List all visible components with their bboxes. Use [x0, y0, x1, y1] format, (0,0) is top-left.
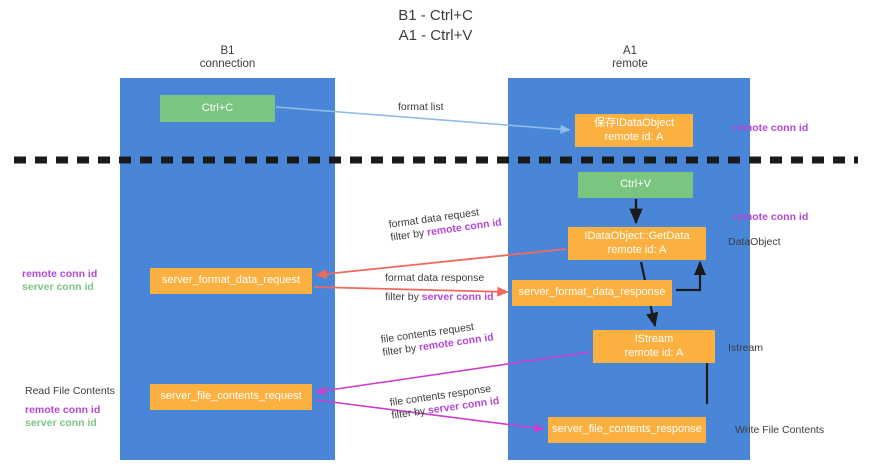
- filter-key-server-conn-id: server conn id: [421, 291, 494, 303]
- side-label-remote-conn-id-top: remote conn id: [733, 122, 809, 134]
- node-server-file-contents-response[interactable]: server_file_contents_response: [548, 417, 706, 443]
- side-label-istream: Istream: [728, 342, 764, 354]
- node-ctrl-c-label: Ctrl+C: [201, 101, 234, 114]
- node-idataobject-remote-id: remote id: A: [604, 130, 664, 143]
- node-getdata-remote-id: remote id: A: [607, 243, 667, 256]
- node-idataobject-title: 保存IDataObject: [593, 117, 675, 129]
- filter-prefix: filter by: [385, 291, 422, 303]
- lane-header-a1-name: A1: [622, 45, 638, 57]
- edge-label-format-data-response-line1: format data response: [385, 272, 485, 284]
- legend-server-conn-id: server conn id: [25, 417, 97, 429]
- side-label-write-file-contents: Write File Contents: [735, 424, 825, 436]
- side-label-remote-conn-id-mid: remote conn id: [733, 211, 809, 223]
- node-ctrl-c[interactable]: Ctrl+C: [160, 95, 275, 122]
- legend-conn-ids-top: remote conn id server conn id: [22, 268, 97, 294]
- lane-header-b1: B1 connection: [155, 45, 300, 71]
- edge-label-format-list-text: format list: [398, 101, 444, 113]
- node-getdata-title: IDataObject::GetData: [584, 230, 690, 242]
- edge-label-file-contents-request: file contents request filter by remote c…: [380, 318, 495, 359]
- node-server-file-contents-request-label: server_file_contents_request: [160, 390, 302, 403]
- legend-remote-conn-id: remote conn id: [25, 404, 101, 416]
- side-label-dataobject: DataObject: [728, 236, 781, 248]
- page-title: B1 - Ctrl+C A1 - Ctrl+V: [0, 6, 871, 46]
- node-istream[interactable]: IStream remote id: A: [593, 330, 715, 363]
- edge-label-format-list: format list: [398, 101, 444, 114]
- edge-label-format-data-response-filter: filter by server conn id: [385, 291, 494, 304]
- node-ctrl-v-label: Ctrl+V: [620, 178, 651, 191]
- title-line-2: A1 - Ctrl+V: [398, 27, 473, 44]
- node-istream-title: IStream: [634, 333, 674, 345]
- node-istream-remote-id: remote id: A: [624, 346, 684, 359]
- edge-label-format-data-request: format data request filter by remote con…: [388, 203, 503, 244]
- legend-read-file-contents-heading: Read File Contents: [25, 385, 115, 397]
- legend-server-conn-id: server conn id: [22, 281, 94, 293]
- node-server-file-contents-response-label: server_file_contents_response: [552, 423, 702, 436]
- legend-remote-conn-id: remote conn id: [22, 268, 98, 280]
- lane-header-b1-name: B1: [220, 45, 235, 57]
- node-server-file-contents-request[interactable]: server_file_contents_request: [150, 384, 312, 410]
- legend-read-file-contents: Read File Contents remote conn id server…: [25, 385, 115, 430]
- title-line-1: B1 - Ctrl+C: [398, 7, 473, 24]
- lane-header-b1-subtitle: connection: [199, 58, 256, 70]
- node-server-format-data-request-label: server_format_data_request: [161, 274, 301, 287]
- lane-header-a1: A1 remote: [545, 45, 715, 71]
- edge-label-format-data-response: format data response filter by server co…: [385, 272, 494, 304]
- node-ctrl-v[interactable]: Ctrl+V: [578, 172, 693, 198]
- node-idataobject-getdata[interactable]: IDataObject::GetData remote id: A: [568, 227, 706, 260]
- node-idataobject[interactable]: 保存IDataObject remote id: A: [575, 114, 693, 147]
- lane-header-a1-subtitle: remote: [612, 58, 648, 70]
- node-server-format-data-response[interactable]: server_format_data_response: [512, 280, 672, 306]
- node-server-format-data-response-label: server_format_data_response: [518, 286, 666, 299]
- edge-label-file-contents-response: file contents response filter by server …: [389, 382, 500, 423]
- node-server-format-data-request[interactable]: server_format_data_request: [150, 268, 312, 294]
